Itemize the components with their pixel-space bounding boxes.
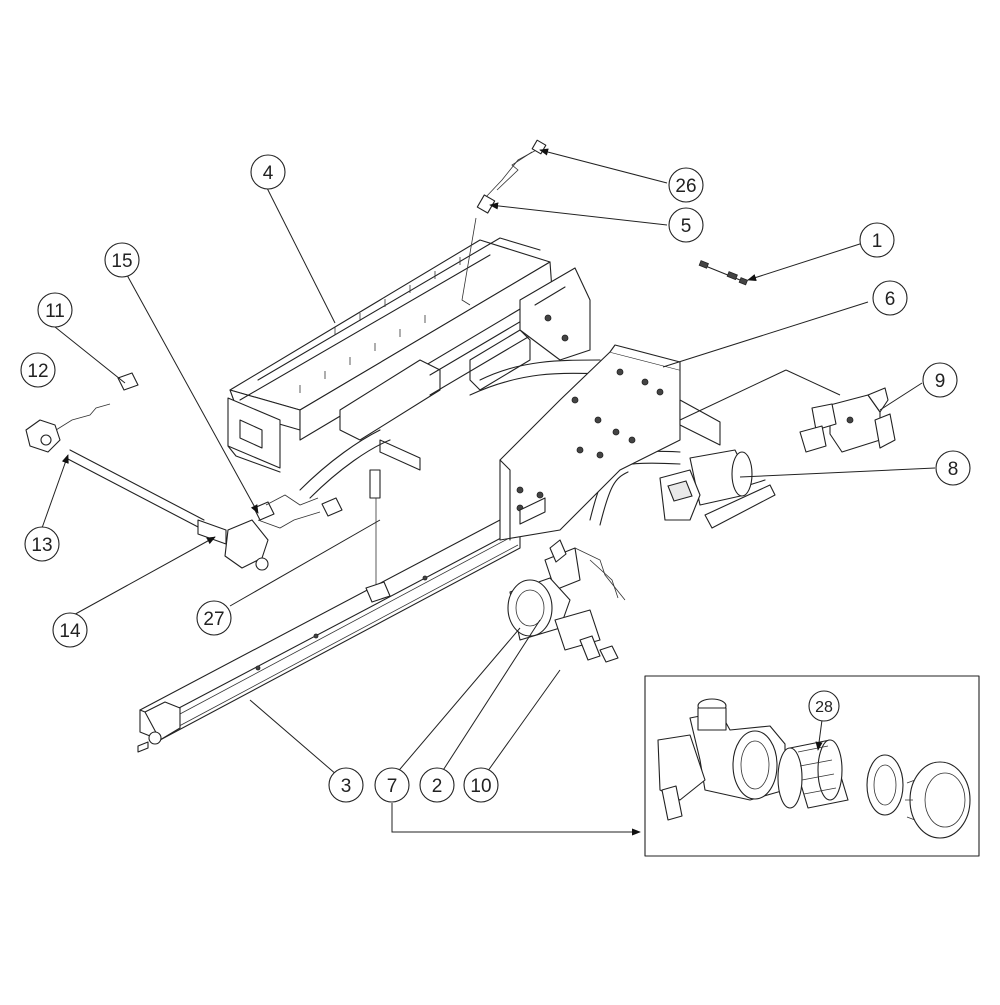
callout-5-label: 5 — [681, 216, 692, 237]
callout-14-label: 14 — [59, 621, 81, 642]
callout-26: 26 — [668, 167, 704, 203]
upper-frame-drawing — [227, 237, 591, 473]
callout-6: 6 — [872, 280, 908, 316]
left-hose-assembly-drawing — [25, 372, 391, 603]
callout-2: 2 — [419, 767, 455, 803]
cable-drawing — [698, 260, 749, 286]
callout-13: 13 — [24, 526, 60, 562]
callout-4-label: 4 — [263, 163, 274, 184]
callout-10-label: 10 — [470, 776, 491, 797]
callout-15-label: 15 — [111, 251, 132, 272]
callout-11: 11 — [37, 292, 73, 328]
callout-27: 27 — [196, 600, 232, 636]
callout-12-label: 12 — [27, 361, 48, 382]
callout-12: 12 — [20, 352, 56, 388]
callout-7: 7 — [374, 767, 410, 803]
callout-9-label: 9 — [935, 371, 946, 392]
callout-14: 14 — [52, 612, 88, 648]
callout-1-label: 1 — [872, 231, 883, 252]
callout-5: 5 — [668, 207, 704, 243]
callout-7-label: 7 — [387, 776, 398, 797]
callout-28-label: 28 — [815, 699, 833, 716]
valve-assembly-drawing — [799, 387, 896, 453]
callout-28: 28 — [808, 690, 840, 722]
callout-11-label: 11 — [45, 301, 65, 322]
callout-9: 9 — [922, 362, 958, 398]
callout-2-label: 2 — [432, 776, 443, 797]
callout-3-label: 3 — [341, 776, 352, 797]
leader-lines — [41, 148, 936, 836]
callout-8: 8 — [935, 450, 971, 486]
callout-4: 4 — [250, 154, 286, 190]
callout-8-label: 8 — [948, 459, 959, 480]
callout-13-label: 13 — [31, 535, 52, 556]
callout-1: 1 — [859, 222, 895, 258]
callout-3: 3 — [328, 767, 364, 803]
filter-body-drawing — [507, 539, 626, 663]
boom-tube-drawing — [137, 519, 521, 753]
callout-15: 15 — [104, 242, 140, 278]
callout-6-label: 6 — [885, 289, 896, 310]
pump-drawing — [659, 449, 776, 529]
mounting-plate-drawing — [499, 344, 721, 541]
callout-27-label: 27 — [203, 609, 224, 630]
callout-10: 10 — [463, 767, 499, 803]
callout-26-label: 26 — [675, 176, 696, 197]
